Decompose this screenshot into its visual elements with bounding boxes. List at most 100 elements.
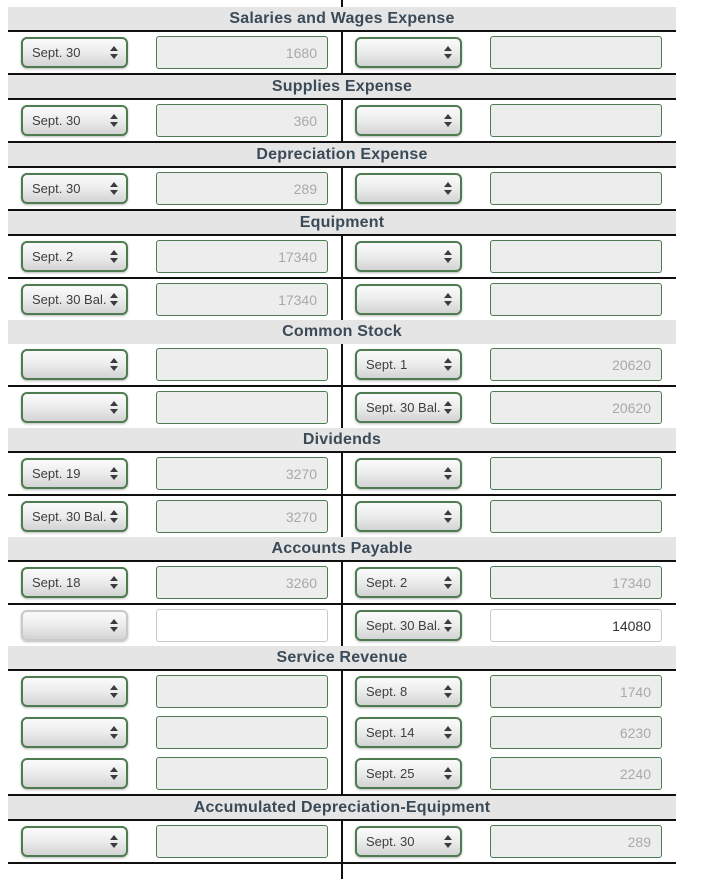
date-select[interactable] [21,610,128,641]
date-select-value: Sept. 25 [366,766,415,781]
select-spinner-icon [444,401,452,414]
date-select-value: Sept. 30 [32,113,81,128]
ledger-row: Sept. 30 Bal.3270 [8,496,676,537]
date-select [355,458,462,489]
amount-input: 2240 [490,757,662,790]
date-select-value: Sept. 2 [366,575,408,590]
account-title: Common Stock [8,320,676,344]
credit-cell: Sept. 30 Bal.14080 [342,605,676,646]
select-spinner-icon [444,250,452,263]
credit-cell [342,453,676,494]
credit-cell: Sept. 30 Bal. 20620 [342,387,676,428]
debit-cell [8,605,342,646]
debit-cell [8,821,342,862]
date-select: Sept. 30 [21,173,128,204]
debit-cell: Sept. 30 Bal.3270 [8,496,342,537]
account-title: Supplies Expense [8,75,676,100]
select-spinner-icon [110,293,118,306]
date-select [355,501,462,532]
amount-input [156,675,328,708]
credit-cell [342,32,676,73]
ledger-row: Sept. 30 Bal.14080 [8,605,676,646]
select-spinner-icon [110,685,118,698]
top-strip [8,0,676,7]
select-spinner-icon [444,685,452,698]
select-spinner-icon [110,358,118,371]
select-spinner-icon [110,726,118,739]
amount-input[interactable]: 14080 [490,609,662,642]
amount-input [156,391,328,424]
date-select: Sept. 2 [355,567,462,598]
select-spinner-icon [110,510,118,523]
select-spinner-icon [110,46,118,59]
amount-input [490,240,662,273]
date-select [21,349,128,380]
credit-cell: Sept. 2 17340 [342,562,676,603]
amount-input [156,757,328,790]
select-spinner-icon [444,467,452,480]
date-select-value: Sept. 30 Bal. [366,400,441,415]
select-spinner-icon [110,767,118,780]
bottom-strip [8,864,676,879]
debit-cell [8,387,342,428]
amount-input: 1740 [490,675,662,708]
select-spinner-icon [110,835,118,848]
ledger-row: Sept. 25 2240 [8,753,676,796]
amount-input [156,348,328,381]
account-title: Dividends [8,428,676,453]
debit-cell [8,753,342,794]
date-select: Sept. 30 Bal. [21,284,128,315]
ledger-row: Sept. 8 1740 [8,671,676,712]
select-spinner-icon [110,619,118,632]
debit-cell [8,344,342,385]
amount-input: 289 [490,825,662,858]
amount-input[interactable] [156,609,328,642]
select-spinner-icon [444,767,452,780]
date-select-value: Sept. 19 [32,466,81,481]
credit-cell [342,168,676,209]
amount-input: 20620 [490,391,662,424]
date-select [355,284,462,315]
select-spinner-icon [444,46,452,59]
date-select: Sept. 8 [355,676,462,707]
date-select [355,105,462,136]
amount-input: 17340 [490,566,662,599]
center-divider [341,864,343,879]
date-select: Sept. 1 [355,349,462,380]
account-title: Salaries and Wages Expense [8,7,676,32]
select-spinner-icon [444,510,452,523]
select-spinner-icon [444,182,452,195]
select-spinner-icon [110,401,118,414]
date-select [21,826,128,857]
select-spinner-icon [110,576,118,589]
amount-input: 3270 [156,500,328,533]
credit-cell [342,236,676,277]
select-spinner-icon [444,293,452,306]
amount-input [490,283,662,316]
account-title: Accumulated Depreciation-Equipment [8,796,676,821]
date-select-value: Sept. 18 [32,575,81,590]
amount-input [490,500,662,533]
